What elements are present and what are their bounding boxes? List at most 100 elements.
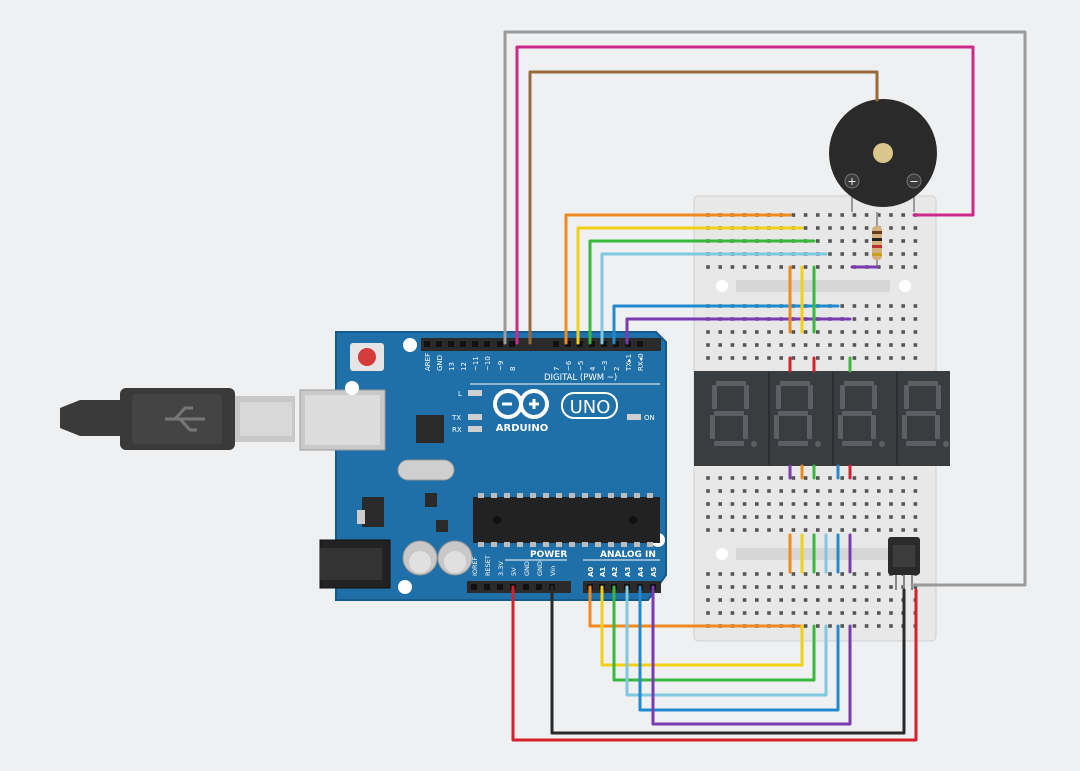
breadboard-hole[interactable] — [901, 213, 905, 217]
digital-pin-socket[interactable] — [577, 341, 583, 347]
breadboard-hole[interactable] — [791, 598, 796, 602]
breadboard-hole[interactable] — [791, 528, 796, 532]
breadboard-hole[interactable] — [816, 489, 820, 493]
digital-pin-socket[interactable] — [601, 341, 607, 347]
breadboard-hole[interactable] — [828, 239, 832, 243]
breadboard-hole[interactable] — [767, 265, 771, 269]
breadboard-hole[interactable] — [803, 502, 808, 506]
breadboard-hole[interactable] — [852, 330, 857, 334]
breadboard-hole[interactable] — [791, 265, 796, 269]
breadboard-hole[interactable] — [840, 502, 844, 506]
breadboard-hole[interactable] — [742, 585, 747, 589]
breadboard-hole[interactable] — [864, 304, 869, 308]
breadboard-hole[interactable] — [706, 476, 710, 480]
breadboard-hole[interactable] — [755, 489, 759, 493]
breadboard-hole[interactable] — [889, 265, 893, 269]
breadboard-hole[interactable] — [742, 330, 747, 334]
breadboard-hole[interactable] — [840, 252, 844, 256]
breadboard-hole[interactable] — [828, 265, 832, 269]
breadboard-hole[interactable] — [779, 598, 783, 602]
breadboard-hole[interactable] — [864, 356, 869, 360]
breadboard-hole[interactable] — [816, 528, 820, 532]
breadboard-hole[interactable] — [779, 528, 783, 532]
breadboard-hole[interactable] — [852, 356, 857, 360]
breadboard-hole[interactable] — [864, 489, 869, 493]
breadboard-hole[interactable] — [864, 598, 869, 602]
breadboard-hole[interactable] — [803, 489, 808, 493]
breadboard-hole[interactable] — [779, 343, 783, 347]
breadboard-hole[interactable] — [864, 239, 869, 243]
breadboard-hole[interactable] — [803, 585, 808, 589]
breadboard-hole[interactable] — [767, 330, 771, 334]
breadboard-hole[interactable] — [901, 330, 905, 334]
breadboard-hole[interactable] — [877, 317, 881, 321]
breadboard-hole[interactable] — [816, 624, 820, 628]
breadboard-hole[interactable] — [828, 515, 832, 519]
breadboard-hole[interactable] — [852, 343, 857, 347]
breadboard-hole[interactable] — [840, 611, 844, 615]
digital-pin-socket[interactable] — [424, 341, 430, 347]
breadboard-hole[interactable] — [803, 624, 808, 628]
breadboard-hole[interactable] — [791, 343, 796, 347]
breadboard-hole[interactable] — [864, 528, 869, 532]
breadboard-hole[interactable] — [718, 515, 722, 519]
breadboard-hole[interactable] — [816, 476, 820, 480]
breadboard-hole[interactable] — [803, 213, 808, 217]
breadboard-hole[interactable] — [889, 585, 893, 589]
breadboard-hole[interactable] — [901, 343, 905, 347]
breadboard-hole[interactable] — [901, 226, 905, 230]
breadboard-hole[interactable] — [706, 502, 710, 506]
breadboard-hole[interactable] — [877, 611, 881, 615]
breadboard-hole[interactable] — [889, 515, 893, 519]
breadboard-hole[interactable] — [877, 489, 881, 493]
breadboard-hole[interactable] — [779, 585, 783, 589]
breadboard-hole[interactable] — [889, 317, 893, 321]
breadboard-hole[interactable] — [913, 476, 918, 480]
breadboard-hole[interactable] — [791, 330, 796, 334]
breadboard-hole[interactable] — [767, 572, 771, 576]
breadboard-hole[interactable] — [803, 476, 808, 480]
breadboard-hole[interactable] — [840, 515, 844, 519]
breadboard-hole[interactable] — [889, 598, 893, 602]
breadboard-hole[interactable] — [889, 611, 893, 615]
breadboard-hole[interactable] — [889, 489, 893, 493]
breadboard-hole[interactable] — [840, 226, 844, 230]
power-pin-socket[interactable] — [536, 584, 542, 590]
breadboard-hole[interactable] — [816, 585, 820, 589]
breadboard-hole[interactable] — [730, 598, 735, 602]
breadboard-hole[interactable] — [877, 304, 881, 308]
breadboard-hole[interactable] — [840, 476, 844, 480]
breadboard-hole[interactable] — [791, 572, 796, 576]
breadboard-hole[interactable] — [852, 213, 857, 217]
breadboard-hole[interactable] — [730, 265, 735, 269]
breadboard-hole[interactable] — [742, 265, 747, 269]
breadboard-hole[interactable] — [828, 572, 832, 576]
breadboard-hole[interactable] — [755, 343, 759, 347]
breadboard-hole[interactable] — [828, 502, 832, 506]
breadboard-hole[interactable] — [852, 515, 857, 519]
breadboard-hole[interactable] — [877, 343, 881, 347]
breadboard-hole[interactable] — [779, 489, 783, 493]
breadboard-hole[interactable] — [852, 239, 857, 243]
breadboard-hole[interactable] — [730, 572, 735, 576]
breadboard-hole[interactable] — [791, 213, 796, 217]
breadboard-hole[interactable] — [901, 502, 905, 506]
breadboard-hole[interactable] — [828, 343, 832, 347]
breadboard-hole[interactable] — [816, 330, 820, 334]
breadboard-hole[interactable] — [755, 528, 759, 532]
power-pin-socket[interactable] — [523, 584, 529, 590]
breadboard-hole[interactable] — [889, 356, 893, 360]
breadboard-hole[interactable] — [816, 502, 820, 506]
breadboard-hole[interactable] — [755, 598, 759, 602]
breadboard-hole[interactable] — [913, 343, 918, 347]
breadboard-hole[interactable] — [877, 598, 881, 602]
breadboard-hole[interactable] — [742, 515, 747, 519]
breadboard-hole[interactable] — [877, 330, 881, 334]
breadboard-hole[interactable] — [852, 226, 857, 230]
breadboard-hole[interactable] — [913, 265, 918, 269]
breadboard-hole[interactable] — [889, 502, 893, 506]
power-pin-socket[interactable] — [471, 584, 477, 590]
breadboard-hole[interactable] — [803, 515, 808, 519]
breadboard-hole[interactable] — [828, 226, 832, 230]
breadboard-hole[interactable] — [901, 317, 905, 321]
